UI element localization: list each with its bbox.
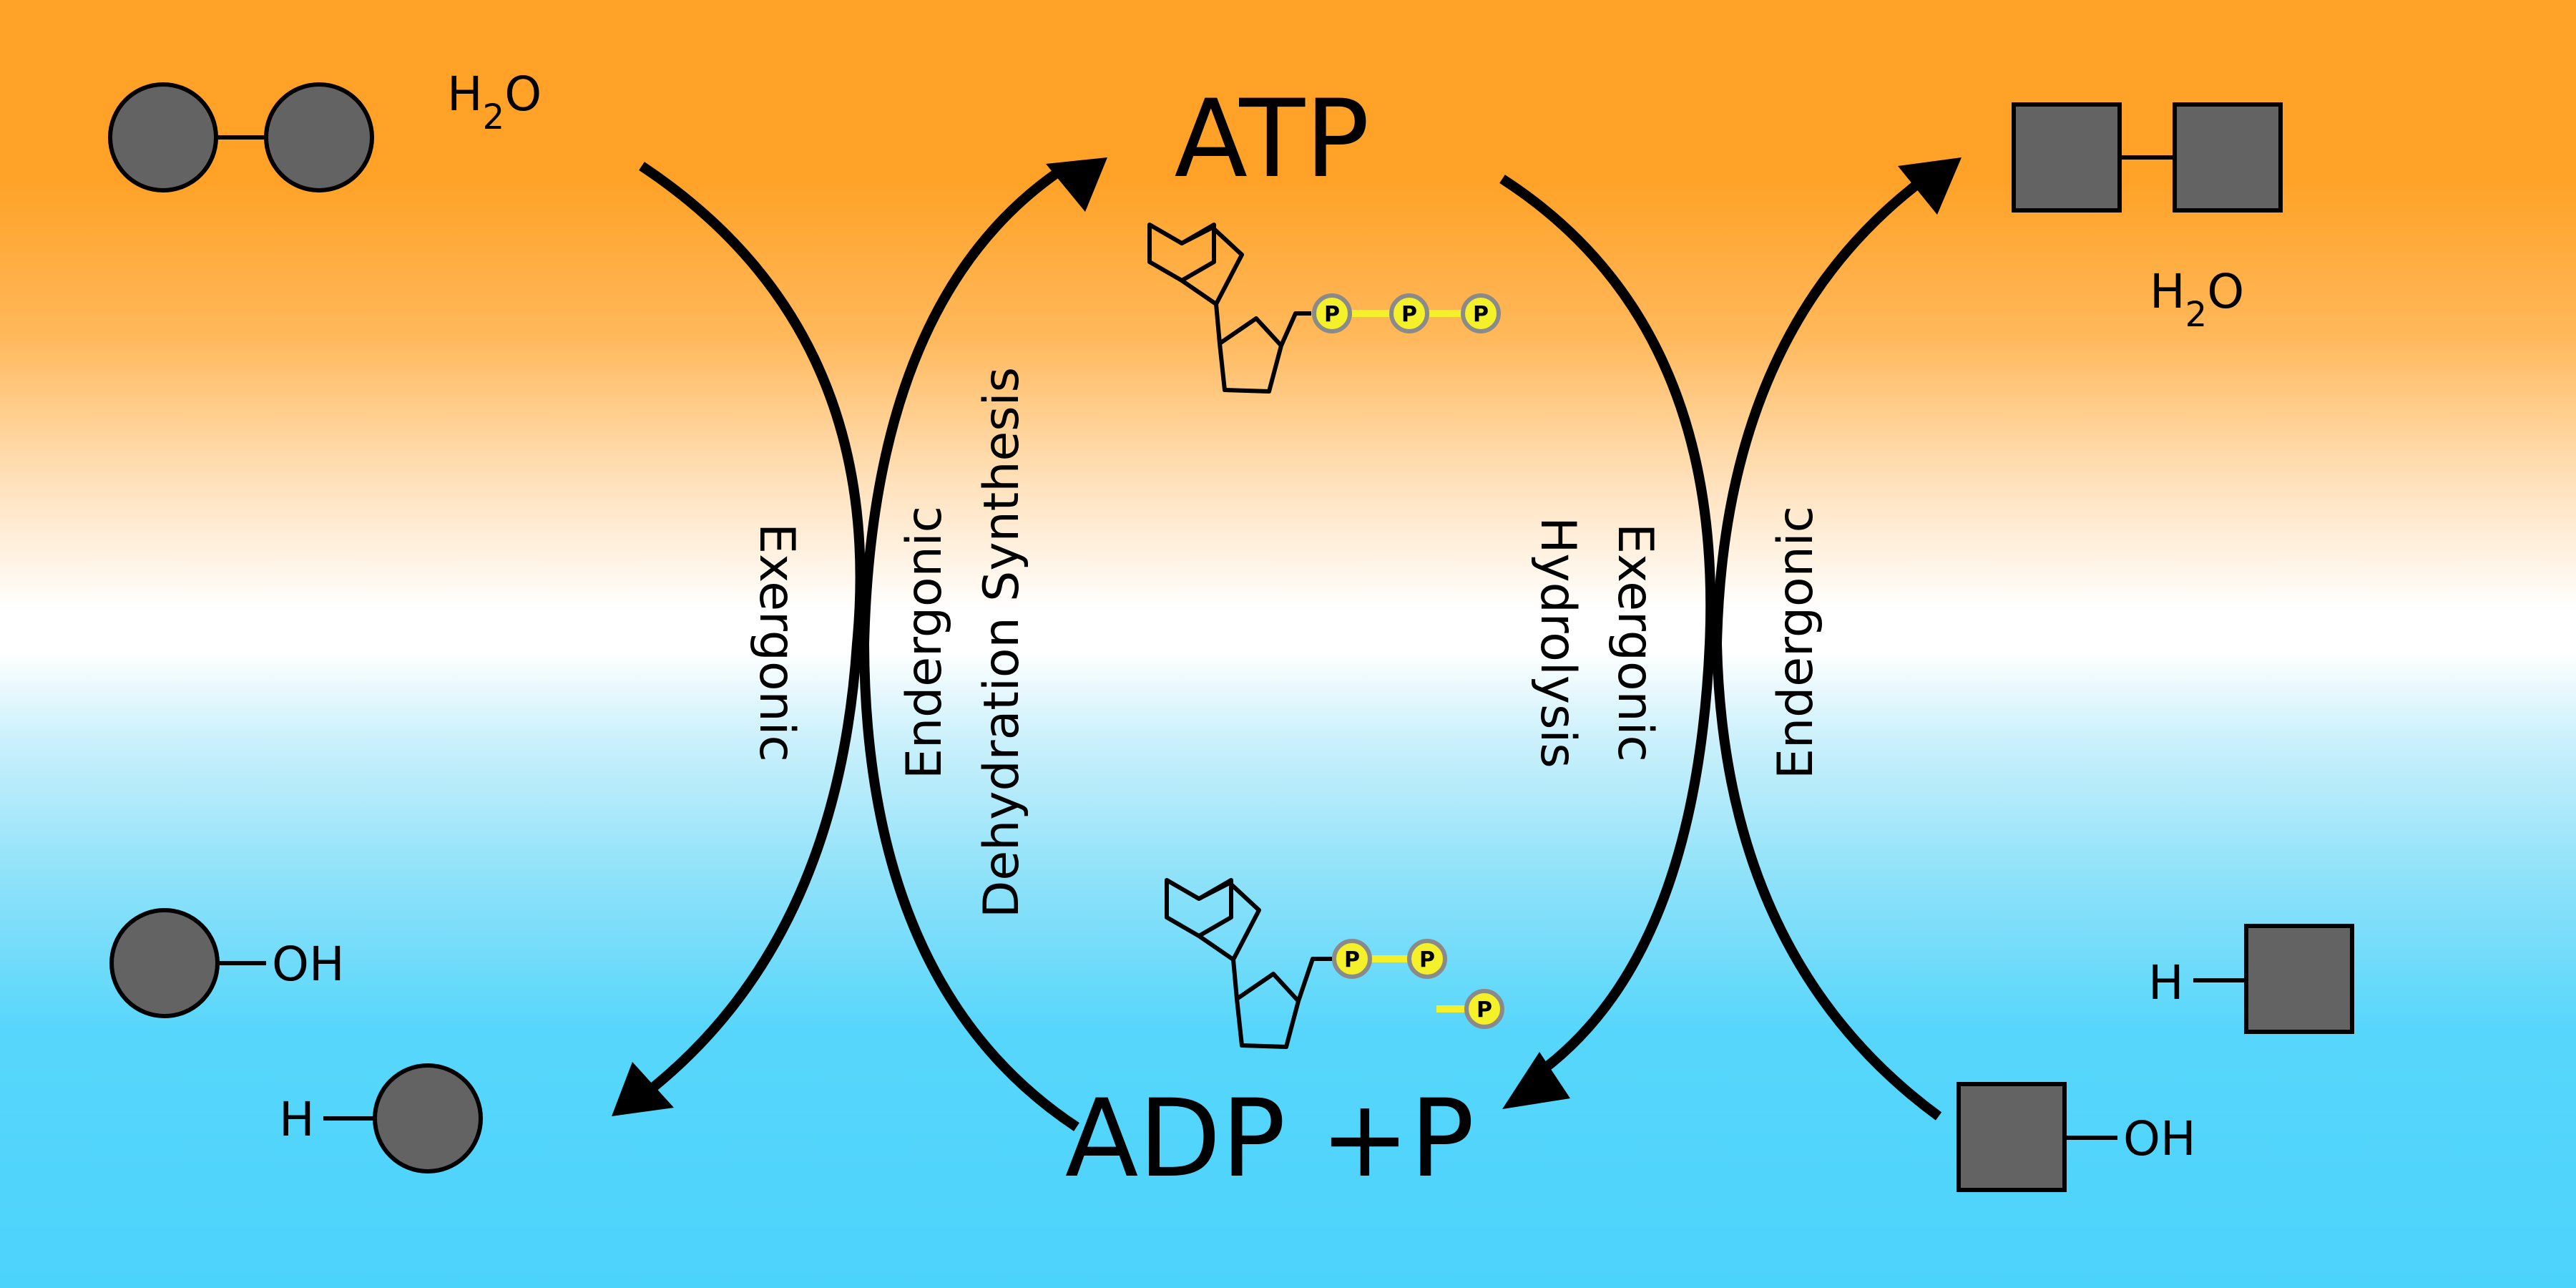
square-monomer-icon xyxy=(2012,102,2122,213)
svg-text:Endergonic: Endergonic xyxy=(1768,506,1824,779)
atp-structure xyxy=(1147,223,1499,394)
label-right-center: Exergonic Hydrolysis xyxy=(1529,517,1663,769)
square-monomer-icon xyxy=(2173,102,2283,213)
square-dimer xyxy=(2012,102,2283,213)
arrowhead-down-adp-icon xyxy=(1502,1052,1570,1109)
adp-label: ADP +P xyxy=(1065,1077,1474,1201)
arcs xyxy=(639,162,1942,1131)
left-endergonic-arc xyxy=(858,167,1079,1131)
circle-dimer xyxy=(108,82,374,192)
square-monomer-icon xyxy=(2244,924,2354,1034)
arrowhead-down-left-icon xyxy=(612,1062,674,1116)
phosphate-icon xyxy=(1314,296,1350,331)
arrowheads xyxy=(612,157,1962,1116)
arrowhead-up-right-icon xyxy=(1898,157,1962,215)
right-endergonic-arc xyxy=(1711,175,1942,1121)
label-right-arc: Endergonic xyxy=(1768,506,1824,779)
label-left-center: Endergonic Dehydration Synthesis xyxy=(896,367,1030,918)
adenosine-structure-icon xyxy=(1147,223,1311,394)
phosphate-icon xyxy=(1463,296,1499,331)
square-monomer-oh: OH xyxy=(1957,1082,2196,1192)
square-monomer-icon xyxy=(1957,1082,2067,1192)
svg-text:OH: OH xyxy=(272,937,345,992)
svg-text:Exergonic: Exergonic xyxy=(748,523,805,762)
adp-structure xyxy=(1165,878,1502,1049)
circle-monomer-icon xyxy=(109,908,220,1018)
svg-text:Hydrolysis: Hydrolysis xyxy=(1529,517,1586,769)
svg-text:OH: OH xyxy=(2123,1111,2196,1166)
svg-text:H: H xyxy=(2148,955,2184,1010)
svg-text:Endergonic: Endergonic xyxy=(896,506,953,779)
arrowhead-up-atp-icon xyxy=(1046,157,1107,212)
circle-monomer-icon xyxy=(373,1063,483,1174)
circle-monomer-icon xyxy=(108,82,218,192)
left-exergonic-arc xyxy=(639,162,866,1099)
water-label-top-left: H2O xyxy=(447,67,542,137)
circle-monomer-oh: OH xyxy=(109,908,345,1018)
right-exergonic-arc xyxy=(1499,175,1716,1078)
free-phosphate-icon xyxy=(1466,991,1502,1027)
atp-label: ATP xyxy=(1174,77,1369,202)
phosphate-icon xyxy=(1391,296,1427,331)
phosphate-icon xyxy=(1409,941,1445,977)
square-monomer-h: H xyxy=(2148,924,2354,1034)
svg-text:Exergonic: Exergonic xyxy=(1607,523,1663,762)
circle-monomer-h: H xyxy=(279,1063,483,1174)
phosphate-icon xyxy=(1334,941,1370,977)
circle-monomer-icon xyxy=(264,82,374,192)
label-left-arc: Exergonic xyxy=(748,523,805,762)
svg-text:Dehydration Synthesis: Dehydration Synthesis xyxy=(974,367,1030,918)
water-label-top-right: H2O xyxy=(2150,264,2244,335)
adenosine-structure-icon xyxy=(1165,878,1332,1049)
svg-text:H: H xyxy=(279,1092,315,1147)
